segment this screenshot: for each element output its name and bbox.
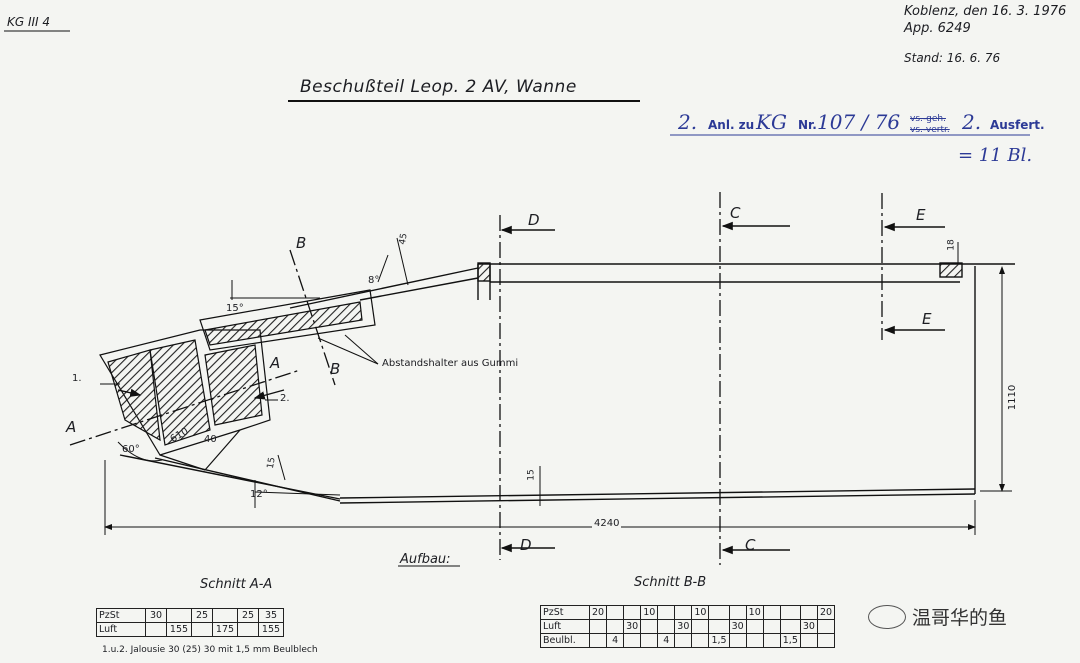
section-label-b-top: B <box>296 234 307 252</box>
watermark: 温哥华的鱼 <box>912 607 1008 629</box>
aufbau-label: Aufbau: <box>400 552 451 567</box>
table-row: PzSt 20 10 10 10 20 <box>540 605 836 620</box>
schnitt-bb-title: Schnitt B-B <box>634 575 707 590</box>
stamp-ausfert-label: Ausfert. <box>990 118 1045 132</box>
dim-1110: 1110 <box>1007 384 1019 411</box>
dim-12deg: 12° <box>250 489 268 500</box>
stamp-kg: KG <box>756 110 787 134</box>
section-label-a-top: A <box>270 354 281 372</box>
section-label-d-top: D <box>528 211 540 229</box>
table-row: Luft 30 30 30 30 <box>540 619 836 634</box>
stamp-struck2: vs.-vertr. <box>910 125 950 135</box>
dim-15deg: 15° <box>226 303 244 314</box>
section-label-a-left: A <box>66 418 77 436</box>
schnitt-aa-title: Schnitt A-A <box>200 577 273 592</box>
table-row: Beulbl. 4 4 1,5 1,5 <box>540 633 836 648</box>
wechat-icon <box>868 605 906 629</box>
dim-15-floor: 15 <box>526 469 537 481</box>
abstandshalter-label: Abstandshalter aus Gummi <box>382 358 519 369</box>
dim-15-lower: 15 <box>265 456 278 470</box>
dim-45: 45 <box>397 232 410 246</box>
place-date: Koblenz, den 16. 3. 1976 <box>904 4 1067 19</box>
table-row: PzSt 30 25 25 35 <box>96 608 284 623</box>
doc-code: KG III 4 <box>7 15 51 29</box>
section-label-e-bottom: E <box>922 310 932 328</box>
schnitt-aa-table: PzSt 30 25 25 35 Luft 155 175 155 <box>96 608 284 637</box>
app-number: App. 6249 <box>904 21 971 36</box>
stamp-anl-prefix: Anl. zu <box>708 118 755 132</box>
stamp-struck: vs.-geh. <box>910 114 946 124</box>
dim-18: 18 <box>946 239 957 251</box>
section-line-b <box>289 249 336 386</box>
section-label-b-bottom: B <box>330 360 341 378</box>
dim-8deg: 8° <box>368 275 380 286</box>
section-label-d-bottom: D <box>520 536 532 554</box>
section-line-a <box>69 369 301 446</box>
page-title: Beschußteil Leop. 2 AV, Wanne <box>300 77 577 97</box>
stamp-blatt: = 11 Bl. <box>958 145 1033 166</box>
stamp-nr-label: Nr. <box>798 118 817 132</box>
dim-4240: 4240 <box>592 518 622 529</box>
part-1-label: 1. <box>72 373 82 384</box>
hull-outline <box>119 262 1015 504</box>
stamp-anl-number: 2. <box>678 110 698 134</box>
stamp-nr-value: 107 / 76 <box>817 110 901 134</box>
section-label-c-bottom: C <box>745 536 756 554</box>
stamp-ausfert-value: 2. <box>962 110 982 134</box>
schnitt-aa-note: 1.u.2. Jalousie 30 (25) 30 mit 1,5 mm Be… <box>102 645 318 655</box>
schnitt-bb-table: PzSt 20 10 10 10 20 Luft 30 30 30 30 Beu… <box>540 605 836 648</box>
table-row: Luft 155 175 155 <box>96 622 284 637</box>
stand-date: Stand: 16. 6. 76 <box>904 51 1001 65</box>
dim-60deg: 60° <box>122 444 140 455</box>
section-label-e-top: E <box>916 206 926 224</box>
section-label-c-top: C <box>730 204 741 222</box>
part-2-label: 2. <box>280 393 290 404</box>
dim-40: 40 <box>204 434 217 445</box>
